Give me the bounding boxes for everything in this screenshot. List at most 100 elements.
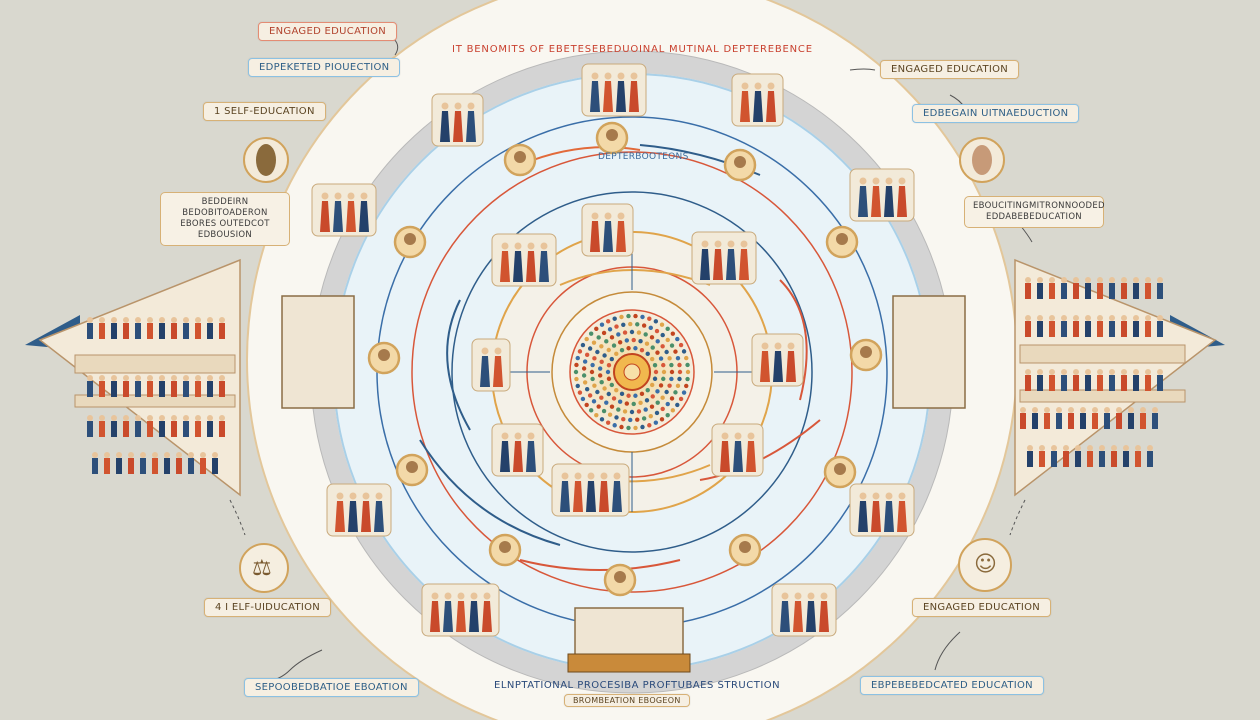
mandala-dot	[638, 338, 643, 344]
figure-head	[483, 592, 491, 600]
building-figures	[87, 277, 1163, 474]
mandala-dot	[681, 390, 687, 395]
building-figure-head	[1063, 445, 1069, 451]
mandala-dot	[617, 340, 623, 345]
mandala-dot	[667, 383, 672, 388]
building-figure-robe	[1039, 451, 1045, 467]
figure-head	[898, 492, 906, 500]
figure-head	[457, 592, 465, 600]
building-figure-head	[1140, 407, 1146, 413]
mandala-dot	[665, 337, 670, 343]
building-figure-head	[183, 375, 189, 381]
figure-head	[467, 102, 475, 110]
building-figure-head	[92, 452, 98, 458]
figure-head	[600, 472, 608, 480]
building-figure-head	[1104, 407, 1110, 413]
mandala-dot	[575, 355, 580, 361]
bottom-title: ELNPTATIONAL PROCESIBA PROFTUBAES STRUCT…	[494, 680, 781, 691]
building-figure-robe	[1073, 375, 1079, 391]
mandala-dot	[626, 346, 631, 351]
mandala-dot	[633, 425, 638, 431]
arrow-red-2	[779, 279, 808, 401]
mandala-dot	[661, 362, 666, 368]
building-figure-robe	[207, 381, 213, 397]
building-figure-robe	[1145, 283, 1151, 299]
building-figure-head	[159, 317, 165, 323]
left-definition-box: BEDDEIRN BEDOBITOADERON EBORES OUTEDCOT …	[160, 192, 290, 246]
mandala-dot	[581, 373, 587, 378]
mandala-dot	[594, 412, 599, 418]
building-figure-robe	[219, 421, 225, 437]
building-figure-robe	[1049, 321, 1055, 337]
mandala-dot	[599, 417, 605, 422]
mandala-dot	[677, 369, 683, 375]
building-figure-robe	[1068, 413, 1074, 429]
portrait-head	[860, 346, 872, 358]
mandala-dot	[659, 322, 665, 327]
mandala-dot	[581, 366, 587, 371]
building-figure-head	[219, 415, 225, 421]
connector-right-bottom	[1009, 499, 1026, 536]
mandala-dot	[596, 404, 601, 409]
mandala-dot	[631, 401, 636, 407]
building-figure-robe	[1157, 321, 1163, 337]
mandala-dot	[685, 376, 690, 382]
figure-robe	[897, 186, 907, 217]
figure-head	[591, 212, 599, 220]
figure-robe	[359, 201, 369, 232]
mandala-dot	[582, 380, 588, 385]
building-figure-robe	[1025, 375, 1031, 391]
building-figure-head	[159, 375, 165, 381]
building-figure-robe	[1025, 321, 1031, 337]
figure-robe	[440, 111, 450, 142]
portrait-head	[514, 151, 526, 163]
building-figure-head	[1109, 277, 1115, 283]
building-figure-head	[1121, 369, 1127, 375]
building-figure-robe	[1032, 413, 1038, 429]
figure-head	[362, 492, 370, 500]
left-engaged-label: ENGAGED EDUCATION	[258, 22, 398, 41]
figure-robe	[733, 441, 743, 472]
building-figure-head	[207, 415, 213, 421]
scene-panel	[471, 338, 511, 392]
mandala-dot	[584, 336, 589, 342]
portrait-head	[606, 129, 618, 141]
mandala-dot	[619, 391, 625, 397]
figure-head	[872, 492, 880, 500]
mandala-dot	[638, 400, 643, 406]
building-figure-head	[1037, 369, 1043, 375]
building-figure-head	[1097, 277, 1103, 283]
building-figure-robe	[116, 458, 122, 474]
figure-robe	[612, 481, 622, 512]
figure-robe	[603, 221, 613, 252]
figure-robe	[335, 501, 345, 532]
mandala-dot	[599, 395, 604, 400]
building-figure-robe	[140, 458, 146, 474]
building-figure-robe	[183, 421, 189, 437]
figure-head	[767, 82, 775, 90]
figure-robe	[871, 501, 881, 532]
building-figure-robe	[1061, 321, 1067, 337]
building-figure-robe	[1049, 283, 1055, 299]
mandala-dot	[574, 362, 579, 368]
building-figure-robe	[1123, 451, 1129, 467]
figure-head	[617, 212, 625, 220]
building-figure-robe	[171, 421, 177, 437]
building-figure-robe	[1128, 413, 1134, 429]
figure-robe	[773, 351, 783, 382]
mandala-dot	[599, 359, 604, 364]
building-figure-head	[140, 452, 146, 458]
mandala-dot	[595, 349, 600, 355]
building-figure-head	[1061, 315, 1067, 321]
figure-robe	[456, 601, 466, 632]
mandala-dot	[580, 396, 586, 402]
building-figure-robe	[1061, 375, 1067, 391]
mandala-dot	[580, 342, 586, 348]
figure-robe	[629, 81, 639, 112]
mandala-dot	[660, 344, 665, 349]
building-figure-robe	[1140, 413, 1146, 429]
mandala-dot	[641, 416, 647, 421]
figure-head	[807, 592, 815, 600]
bottom-shrine-base	[567, 653, 691, 673]
building-figure-robe	[219, 381, 225, 397]
